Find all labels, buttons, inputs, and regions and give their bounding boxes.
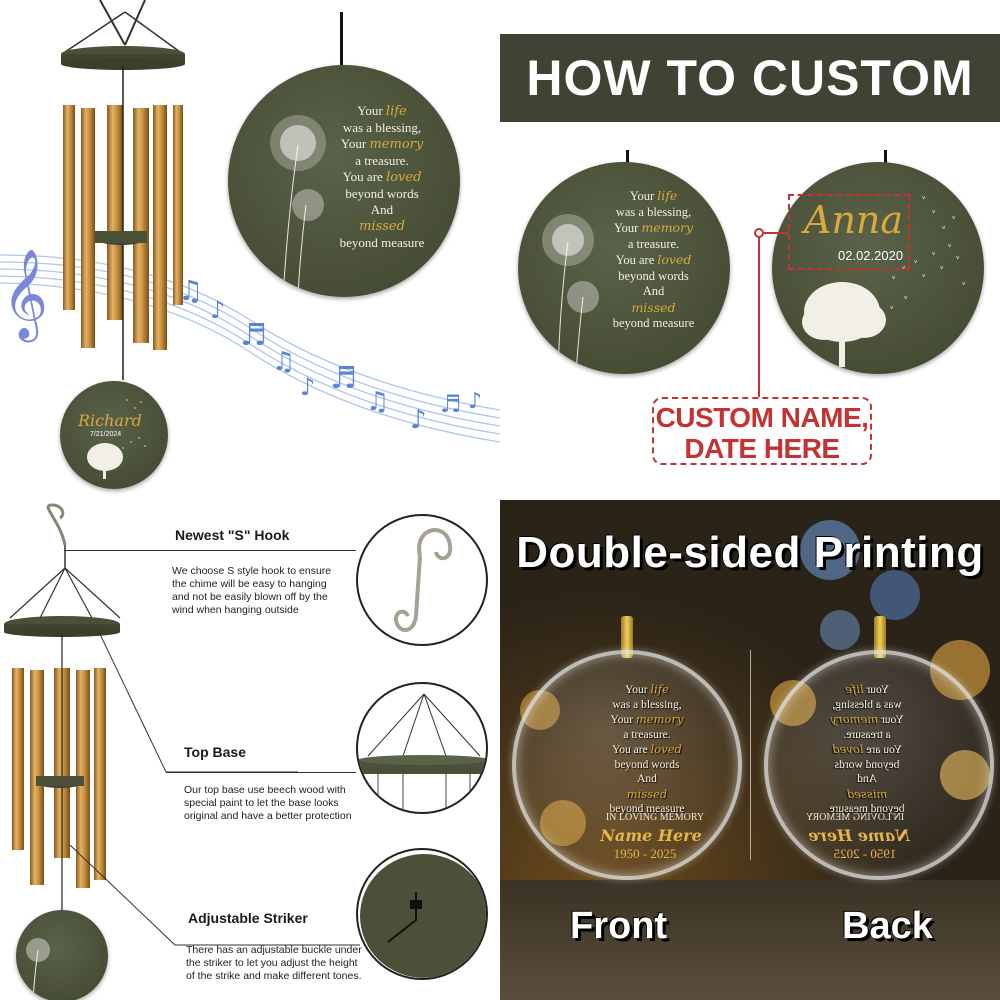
hanging-cord-right (884, 150, 887, 166)
svg-text:ᵛ: ᵛ (130, 440, 133, 447)
svg-text:ᵛ: ᵛ (122, 446, 125, 453)
svg-text:ᵛ: ᵛ (922, 273, 926, 283)
front-gold-clip (621, 616, 633, 658)
verse-text: Your life was a blessing, Your memory a … (612, 188, 695, 330)
s-hook-icon (393, 528, 453, 632)
back-verse: Your life was a blessing, Your memory a … (829, 682, 905, 815)
dandelion-icon (270, 115, 326, 297)
svg-text:♬: ♬ (330, 361, 357, 396)
svg-text:ᵛ: ᵛ (904, 295, 908, 305)
svg-text:ᵛ: ᵛ (932, 209, 936, 219)
feature-desc-top-base: Our top base use beech wood with special… (184, 784, 352, 822)
front-label: Front (570, 905, 668, 947)
svg-text:♫: ♫ (366, 387, 389, 417)
hanging-cord-left (626, 150, 629, 166)
top-base-zoom-circle (356, 682, 488, 814)
svg-text:ᵛ: ᵛ (952, 215, 956, 225)
hook-zoom-circle (356, 514, 488, 646)
connector-dot-icon (754, 228, 764, 238)
wind-chime-diagram (4, 503, 121, 910)
striker-zoom-circle (356, 848, 488, 980)
front-memory-text: IN LOVING MEMORY (605, 812, 705, 823)
hook-leader (64, 550, 356, 551)
svg-text:ᵛ: ᵛ (892, 275, 896, 285)
front-disc: Your life was a blessing, Your memory a … (518, 162, 730, 374)
svg-text:ᵛ: ᵛ (948, 243, 952, 253)
verse-text: Your life was a blessing, Your memory a … (339, 103, 425, 250)
svg-text:♫: ♫ (272, 347, 295, 377)
back-name-text: Name Here (808, 826, 910, 845)
svg-text:ᵛ: ᵛ (962, 281, 966, 291)
top-base-icon (358, 693, 486, 812)
svg-text:ᵛ: ᵛ (932, 251, 936, 261)
callout-line-1: CUSTOM NAME, (655, 402, 869, 433)
svg-text:ᵛ: ᵛ (890, 305, 894, 315)
svg-text:ᵛ: ᵛ (956, 255, 960, 265)
custom-area-highlight (788, 194, 910, 270)
svg-text:ᵛ: ᵛ (138, 436, 141, 443)
feature-title-striker: Adjustable Striker (188, 910, 308, 926)
svg-text:♪: ♪ (210, 296, 225, 324)
svg-text:ᵛ: ᵛ (914, 259, 918, 269)
hanging-cord (340, 12, 343, 70)
feature-desc-hook: We choose S style hook to ensure the chi… (172, 565, 332, 616)
wind-chime-illustration (61, 0, 185, 380)
feature-desc-striker: There has an adjustable buckle under the… (186, 944, 362, 982)
divider-line (750, 650, 751, 860)
music-notes-decoration: 𝄞 ♫ ♪ ♬ ♫ ♪ ♬ ♫ ♪ ♬ ♪ (0, 249, 500, 443)
double-sided-title: Double-sided Printing (516, 528, 984, 577)
svg-text:ᵛ: ᵛ (922, 195, 926, 205)
callout-connector-vertical (758, 232, 760, 397)
svg-text:ᵛ: ᵛ (126, 398, 129, 405)
feature-title-top-base: Top Base (184, 744, 246, 760)
svg-text:ᵛ: ᵛ (144, 444, 147, 451)
striker-buckle-icon (360, 854, 486, 978)
back-years-text: 1950 - 2025 (833, 846, 897, 861)
svg-text:ᵛ: ᵛ (942, 225, 946, 235)
custom-name-sample: Anna (804, 198, 904, 242)
svg-text:♬: ♬ (240, 318, 267, 353)
svg-text:ᵛ: ᵛ (134, 406, 137, 413)
chime-product-panel: 𝄞 ♫ ♪ ♬ ♫ ♪ ♬ ♫ ♪ ♬ ♪ (0, 0, 500, 500)
back-crystal: Your life was a blessing, Your memory a … (764, 650, 994, 880)
large-memorial-disc: Your life was a blessing, Your memory a … (228, 65, 460, 297)
front-crystal: Your life was a blessing, Your memory a … (512, 650, 742, 880)
front-name-text: Name Here (600, 826, 702, 845)
callout-connector (758, 232, 788, 234)
back-label: Back (842, 905, 933, 947)
front-verse: Your life was a blessing, Your memory a … (609, 682, 685, 815)
custom-name-date-callout: CUSTOM NAME, DATE HERE (652, 397, 872, 465)
front-years-text: 1950 - 2025 (613, 846, 677, 861)
features-panel: Newest "S" Hook We choose S style hook t… (0, 500, 500, 1000)
small-disc-name: Richard (78, 411, 142, 430)
top-base-leader-h (166, 772, 356, 773)
svg-text:ᵛ: ᵛ (140, 400, 143, 407)
how-to-custom-banner: HOW TO CUSTOM (500, 34, 1000, 122)
chime-sail-disc (16, 910, 108, 1000)
back-gold-clip (874, 616, 886, 658)
svg-text:♪: ♪ (410, 405, 427, 435)
callout-line-2: DATE HERE (684, 433, 840, 464)
svg-text:𝄞: 𝄞 (2, 249, 48, 343)
svg-text:♪: ♪ (300, 373, 315, 401)
custom-date-sample: 02.02.2020 (838, 248, 904, 263)
double-sided-panel: Double-sided Printing Your life was a bl… (500, 500, 1000, 1000)
striker-leader (70, 845, 360, 946)
svg-text:ᵛ: ᵛ (902, 265, 906, 275)
how-to-custom-panel: HOW TO CUSTOM Your life was a blessing, … (500, 0, 1000, 500)
dandelion-icon (542, 214, 599, 374)
feature-title-hook: Newest "S" Hook (175, 527, 290, 543)
svg-text:♪: ♪ (468, 389, 482, 414)
svg-text:ᵛ: ᵛ (940, 265, 944, 275)
dandelion-icon (26, 938, 50, 1000)
svg-text:♬: ♬ (440, 390, 462, 418)
back-memory-text: IN LOVING MEMORY (805, 812, 905, 823)
small-disc-date: 7/21/2024 (90, 431, 122, 438)
back-mirrored-print: Your life was a blessing, Your memory a … (768, 654, 990, 876)
